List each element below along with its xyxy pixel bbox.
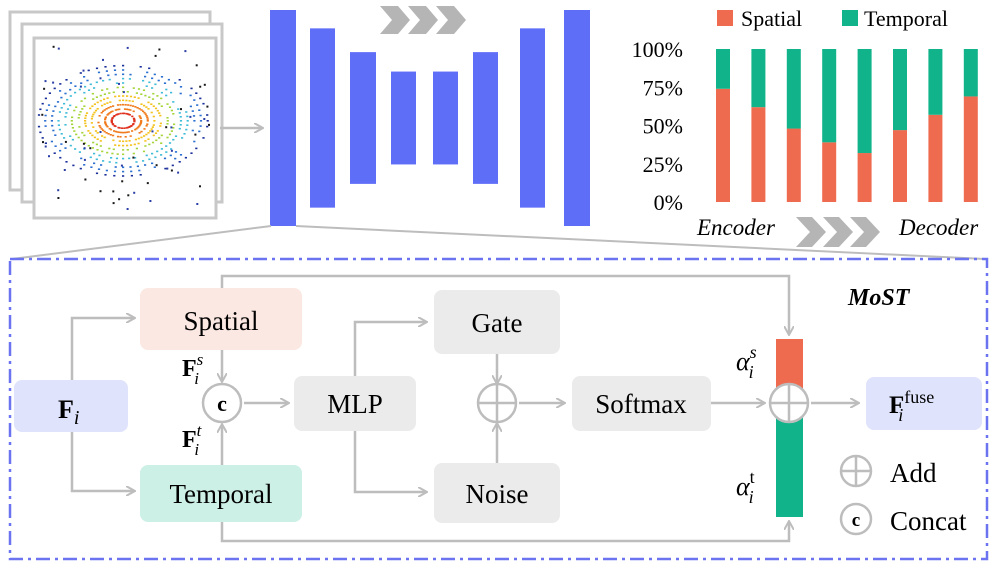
diagram-legend: Add c Concat — [839, 454, 967, 536]
legend-swatch-temporal — [842, 10, 858, 26]
mlp-node: MLP — [294, 376, 416, 431]
unet-layer-bar — [391, 71, 416, 165]
bar-spatial — [928, 114, 943, 202]
y-tick-label: 25% — [643, 152, 683, 177]
y-axis-ticks: 0% 25% 50% 75% 100% — [632, 37, 683, 215]
unet-layer-bar — [350, 52, 376, 184]
bar-temporal — [857, 49, 872, 154]
bar-spatial — [716, 88, 730, 202]
gate-node: Gate — [434, 290, 560, 354]
bar-temporal — [893, 49, 907, 131]
bar-temporal — [963, 49, 978, 97]
input-node: Fi — [14, 380, 128, 432]
unet-layer-bar — [270, 10, 296, 226]
x-label-encoder: Encoder — [696, 215, 776, 240]
legend-concat-symbol: c — [852, 510, 860, 531]
chevrons-chart — [796, 217, 880, 247]
output-sup: fuse — [904, 387, 934, 407]
bar-spatial — [786, 128, 801, 202]
bar-spatial — [751, 107, 766, 202]
add-node — [476, 382, 518, 424]
svg-text:Fi: Fi — [58, 395, 79, 429]
point-cloud-frames — [8, 10, 224, 220]
unet-layer-bar — [433, 71, 458, 165]
ratio-chart: Spatial Temporal 0% 25% 50% 75% 100% Encoder… — [632, 6, 979, 247]
legend-label-temporal: Temporal — [864, 6, 948, 31]
fusion-weight-bar — [768, 339, 810, 517]
bar-spatial — [893, 130, 907, 202]
mlp-label: MLP — [327, 389, 383, 419]
temporal-node: Temporal — [140, 465, 302, 522]
bar-temporal — [822, 49, 837, 143]
point-cloud-scan — [37, 45, 210, 210]
x-label-decoder: Decoder — [898, 215, 979, 240]
concat-node: c — [201, 382, 243, 424]
spatial-node: Spatial — [140, 288, 302, 350]
spatial-label: Spatial — [184, 306, 259, 336]
y-tick-label: 75% — [643, 75, 683, 100]
gate-label: Gate — [472, 308, 523, 338]
bar-spatial — [857, 153, 872, 202]
temporal-label: Temporal — [169, 479, 272, 509]
output-base: F — [889, 392, 904, 419]
noise-label: Noise — [466, 479, 529, 509]
legend-swatch-spatial — [717, 10, 733, 26]
unet-layer-bar — [473, 52, 498, 184]
chart-legend: Spatial Temporal — [717, 6, 948, 31]
input-sub: i — [74, 407, 80, 429]
bar-temporal — [716, 49, 730, 89]
most-title: MoST — [847, 285, 911, 311]
noise-node: Noise — [434, 463, 560, 523]
most-module-border — [8, 257, 989, 561]
concat-symbol: c — [217, 391, 227, 416]
bar-spatial — [963, 96, 978, 202]
unet-layer-bar — [520, 28, 545, 208]
bar-temporal — [786, 49, 801, 129]
bar-temporal — [928, 49, 943, 115]
concat-legend-icon — [839, 502, 873, 536]
legend-label-spatial: Spatial — [741, 6, 802, 31]
output-sub: i — [898, 405, 903, 425]
softmax-node: Softmax — [572, 376, 711, 431]
chevrons-top — [380, 6, 466, 34]
softmax-label: Softmax — [595, 389, 687, 419]
unet-backbone — [270, 10, 590, 226]
y-tick-label: 100% — [632, 37, 683, 62]
legend-concat-label: Concat — [890, 506, 967, 536]
legend-add-label: Add — [890, 458, 937, 488]
chart-bars — [716, 49, 978, 202]
input-base: F — [58, 395, 74, 424]
bar-spatial — [822, 142, 837, 202]
y-tick-label: 0% — [654, 190, 683, 215]
bar-temporal — [751, 49, 766, 108]
unet-layer-bar — [564, 10, 590, 226]
unet-layer-bar — [310, 28, 335, 208]
y-tick-label: 50% — [643, 114, 683, 139]
zoom-line-left — [11, 225, 272, 260]
zoom-line-right — [295, 225, 986, 260]
